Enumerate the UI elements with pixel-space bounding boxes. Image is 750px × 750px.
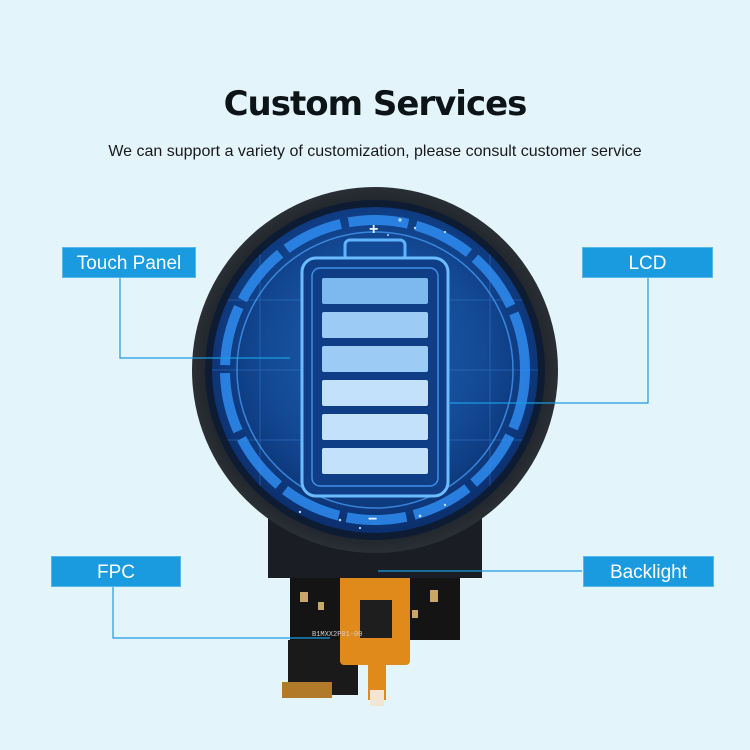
battery-cell	[322, 380, 428, 406]
fpc-cable: B1MXX2P01-00	[282, 565, 460, 706]
lcd-leader	[450, 278, 649, 404]
lcd-screen: + −	[212, 207, 538, 533]
plus-sign: +	[369, 221, 378, 238]
lcd-label: LCD	[582, 247, 713, 278]
battery-graphic	[300, 238, 450, 498]
fpc-leader	[112, 586, 330, 639]
battery-cell	[322, 414, 428, 440]
touch-panel-leader	[119, 278, 290, 359]
page-title: Custom Services	[223, 84, 528, 124]
battery-cell	[322, 312, 428, 338]
touch-panel-label: Touch Panel	[62, 247, 196, 278]
backlight-label: Backlight	[583, 556, 714, 587]
battery-cell	[322, 448, 428, 474]
fpc-label: FPC	[51, 556, 181, 587]
fpc-code-label: B1MXX2P01-00	[312, 631, 362, 639]
page-subtitle: We can support a variety of customizatio…	[108, 143, 642, 160]
battery-cell	[322, 346, 428, 372]
minus-sign: −	[368, 511, 377, 528]
battery-cell	[322, 278, 428, 304]
